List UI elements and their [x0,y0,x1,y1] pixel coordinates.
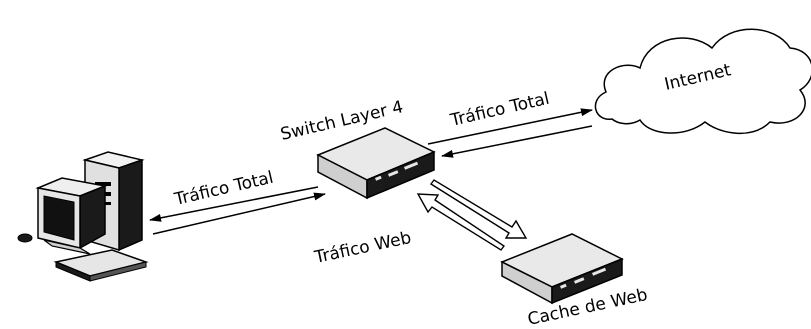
edge-switch-cache [416,179,528,251]
edge-computer-switch [149,186,326,235]
edge-switch-internet [427,108,593,158]
desktop-computer-icon [17,151,149,282]
cloud-icon [594,28,811,135]
edge-label-switch-internet: Tráfico Total [448,89,552,131]
cache-appliance-icon [500,233,624,305]
edge-label-computer-switch: Tráfico Total [172,168,276,210]
edge-label-switch-cache: Tráfico Web [312,228,413,268]
network-switch-icon [316,127,436,200]
